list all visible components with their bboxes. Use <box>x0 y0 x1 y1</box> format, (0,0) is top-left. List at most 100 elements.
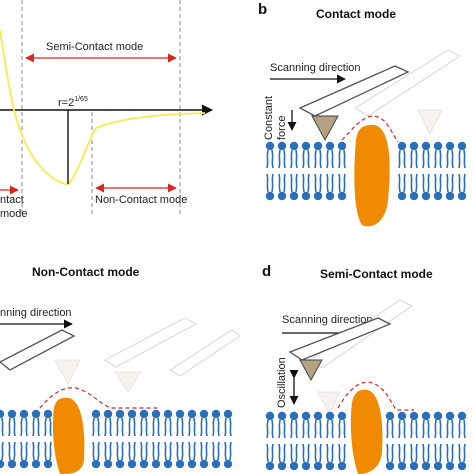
lipid-tail <box>140 441 143 461</box>
lipid-tail <box>109 441 112 461</box>
lipid-head <box>325 411 335 421</box>
panel-d-title: Semi-Contact mode <box>320 267 433 281</box>
lipid-tail <box>398 419 401 439</box>
lipid-tail <box>331 419 334 439</box>
lipid-head <box>301 411 311 421</box>
lipid-tail <box>314 419 317 439</box>
lipid-tail <box>193 441 196 461</box>
lipid-head <box>457 461 467 471</box>
panel-d-semi-contact-mode: d Semi-Contact mode Scanning direction O… <box>262 263 467 474</box>
lipid-head <box>175 459 185 469</box>
lipid-tail <box>463 173 466 193</box>
lipid-head <box>187 409 197 419</box>
lipid-tail <box>302 173 305 193</box>
lipid-head <box>43 409 53 419</box>
lipid-tail <box>307 419 310 439</box>
lipid-tail <box>422 419 425 439</box>
lipid-head <box>223 459 233 469</box>
lipid-tail <box>302 149 305 169</box>
lipid-tail <box>25 417 28 437</box>
lipid-tail <box>403 419 406 439</box>
lipid-tail <box>439 149 442 169</box>
lipid-head <box>433 141 443 151</box>
lipid-tail <box>403 149 406 169</box>
lipid-head <box>397 461 407 471</box>
lipid-tail <box>439 419 442 439</box>
panel-b-cantilever <box>298 65 410 117</box>
lipid-head <box>445 191 455 201</box>
lipid-tail <box>463 149 466 169</box>
lipid-tail <box>451 149 454 169</box>
lipid-head <box>7 409 17 419</box>
panel-d-letter: d <box>262 263 271 280</box>
lipid-tail <box>410 149 413 169</box>
panel-d-scan-label: Scanning direction <box>282 314 373 326</box>
lipid-tail <box>169 441 172 461</box>
lipid-tail <box>25 441 28 461</box>
lipid-tail <box>8 417 11 437</box>
lipid-tail <box>283 149 286 169</box>
lipid-tail <box>410 419 413 439</box>
panel-b-letter: b <box>258 1 267 18</box>
lipid-tail <box>133 441 136 461</box>
lipid-head <box>385 411 395 421</box>
panel-d-trace <box>337 381 414 411</box>
panel-b-ghost-cantilever <box>353 49 462 136</box>
lipid-head <box>301 461 311 471</box>
lipid-tail <box>109 417 112 437</box>
lipid-head <box>397 191 407 201</box>
lipid-tail <box>271 419 274 439</box>
lipid-head <box>289 191 299 201</box>
lipid-tail <box>415 173 418 193</box>
lipid-head <box>421 461 431 471</box>
lipid-head <box>445 141 455 151</box>
lipid-head <box>289 141 299 151</box>
lipid-tail <box>128 441 131 461</box>
lipid-head <box>211 459 221 469</box>
lipid-tail <box>224 441 227 461</box>
lipid-head <box>187 459 197 469</box>
lipid-tail <box>343 443 346 463</box>
panel-c-membrane <box>0 409 233 469</box>
lipid-tail <box>343 149 346 169</box>
lipid-tail <box>13 417 16 437</box>
lipid-tail <box>290 149 293 169</box>
lipid-tail <box>307 149 310 169</box>
lipid-tail <box>164 417 167 437</box>
lipid-head <box>277 141 287 151</box>
lipid-head <box>31 459 41 469</box>
lipid-head <box>265 461 275 471</box>
lipid-tail <box>193 417 196 437</box>
lipid-tail <box>458 173 461 193</box>
lipid-head <box>409 411 419 421</box>
lipid-tail <box>164 441 167 461</box>
lipid-head <box>127 459 137 469</box>
lipid-tail <box>451 173 454 193</box>
lipid-tail <box>157 417 160 437</box>
panel-d-oscillation-label: Oscillation <box>276 357 288 408</box>
lipid-tail <box>97 441 100 461</box>
lipid-head <box>265 141 275 151</box>
panel-d-cantilever <box>288 317 392 361</box>
lipid-tail <box>410 443 413 463</box>
lipid-tail <box>278 149 281 169</box>
lipid-tail <box>451 419 454 439</box>
lipid-tail <box>398 149 401 169</box>
lipid-tail <box>290 173 293 193</box>
potential-curve <box>0 29 206 187</box>
lipid-tail <box>37 417 40 437</box>
lipid-tail <box>278 419 281 439</box>
lipid-tail <box>427 149 430 169</box>
lipid-head <box>289 461 299 471</box>
lipid-tail <box>434 443 437 463</box>
lipid-head <box>445 461 455 471</box>
lipid-head <box>409 461 419 471</box>
lipid-head <box>0 409 5 419</box>
lipid-tail <box>458 443 461 463</box>
lipid-head <box>115 459 125 469</box>
lipid-tail <box>32 441 35 461</box>
lipid-head <box>289 411 299 421</box>
panel-d-tip <box>299 359 323 382</box>
lipid-tail <box>20 417 23 437</box>
lipid-tail <box>415 419 418 439</box>
